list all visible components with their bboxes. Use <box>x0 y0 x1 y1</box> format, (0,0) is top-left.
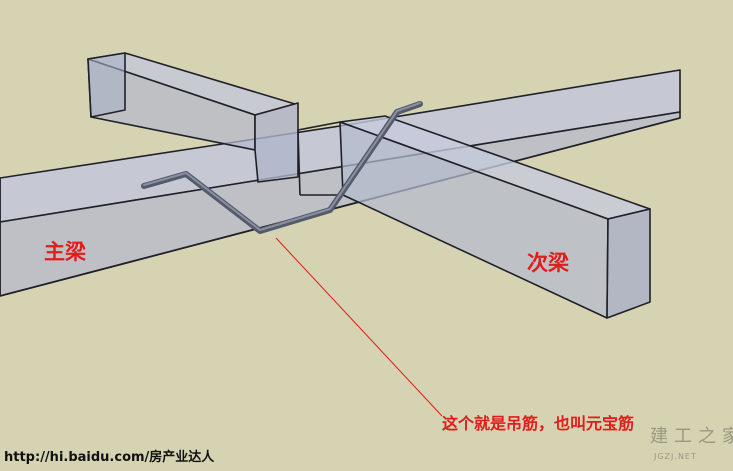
watermark-logo-text: 建工之家 <box>650 426 733 447</box>
secondary-beam <box>87 52 651 319</box>
main-beam-bottom-edge <box>0 117 681 297</box>
hanger-bar-highlight <box>143 102 421 231</box>
secondary-beam-notch-edge <box>297 121 341 131</box>
watermark-site-text: JGZJ.NET <box>654 452 697 461</box>
secondary-beam-far-side <box>87 52 126 118</box>
source-url-caption: http://hi.baidu.com/房产业达人 <box>4 450 215 465</box>
hanger-bar <box>141 101 423 234</box>
secondary-beam-near-end <box>606 208 651 319</box>
main-beam-label: 主梁 <box>44 240 86 264</box>
secondary-beam-notch-edge-2 <box>297 129 301 196</box>
main-beam-front-face <box>0 111 681 297</box>
site-watermark: 建工之家 JGZJ.NET <box>650 422 733 468</box>
hanger-bar-callout: 这个就是吊筋，也叫元宝筋 <box>442 414 635 433</box>
secondary-beam-pocket <box>254 102 299 183</box>
secondary-beam-label: 次梁 <box>527 251 569 275</box>
callout-leader-line <box>275 237 443 417</box>
